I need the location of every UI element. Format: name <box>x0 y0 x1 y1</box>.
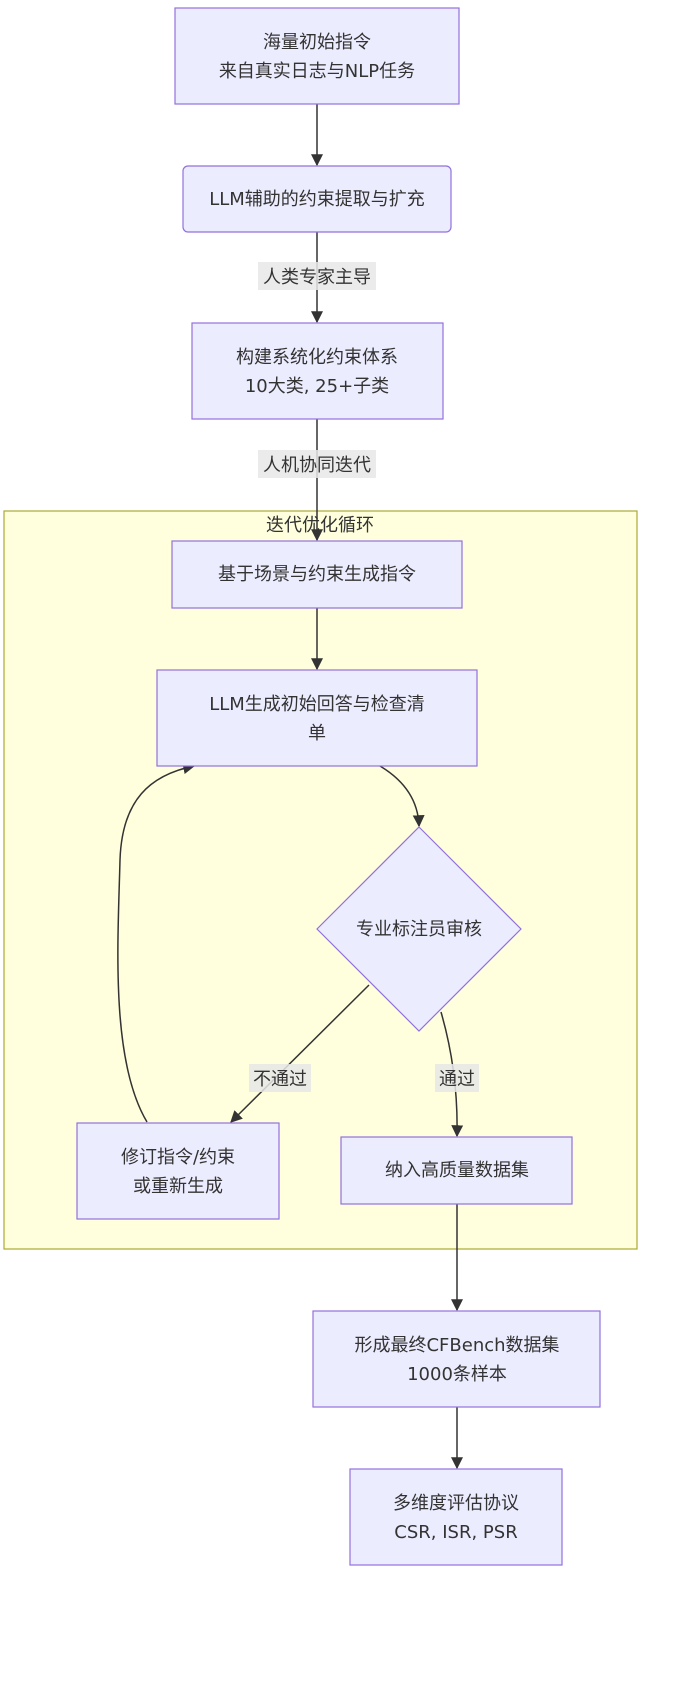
svg-text:构建系统化约束体系: 构建系统化约束体系 <box>236 347 398 368</box>
svg-text:或重新生成: 或重新生成 <box>133 1176 223 1197</box>
edge-label-human-machine: 人机协同迭代 <box>258 450 376 478</box>
svg-text:10大类, 25+子类: 10大类, 25+子类 <box>245 376 389 397</box>
svg-text:修订指令/约束: 修订指令/约束 <box>121 1147 235 1168</box>
node-llm-response-checklist: LLM生成初始回答与检查清 单 <box>156 669 478 767</box>
edge-labels: 人类专家主导 人机协同迭代 不通过 通过 <box>249 262 479 1092</box>
edge-n5-n6 <box>379 765 425 828</box>
svg-text:形成最终CFBench数据集: 形成最终CFBench数据集 <box>354 1335 559 1356</box>
svg-text:基于场景与约束生成指令: 基于场景与约束生成指令 <box>218 564 416 585</box>
edge-label-fail: 不通过 <box>249 1064 311 1092</box>
node-add-to-dataset: 纳入高质量数据集 <box>340 1136 573 1205</box>
cluster-title: 迭代优化循环 <box>266 515 374 536</box>
svg-text:人机协同迭代: 人机协同迭代 <box>263 455 371 476</box>
svg-text:CSR, ISR, PSR: CSR, ISR, PSR <box>394 1522 517 1543</box>
node-revise: 修订指令/约束 或重新生成 <box>76 1122 280 1220</box>
node-evaluation-protocol: 多维度评估协议 CSR, ISR, PSR <box>349 1468 563 1566</box>
svg-text:LLM辅助的约束提取与扩充: LLM辅助的约束提取与扩充 <box>209 189 425 210</box>
node-constraint-extraction: LLM辅助的约束提取与扩充 <box>182 165 452 233</box>
edge-label-pass: 通过 <box>435 1064 479 1092</box>
flowchart: 迭代优化循环 人类专家主导 人机协同迭代 不通过 通过 <box>3 7 638 1566</box>
node-generate-instructions: 基于场景与约束生成指令 <box>171 540 463 609</box>
edge-n7-n5 <box>117 762 196 1123</box>
svg-text:通过: 通过 <box>439 1069 475 1090</box>
node-constraint-system: 构建系统化约束体系 10大类, 25+子类 <box>191 322 444 420</box>
svg-text:专业标注员审核: 专业标注员审核 <box>356 919 482 940</box>
svg-text:LLM生成初始回答与检查清: LLM生成初始回答与检查清 <box>209 694 425 715</box>
edge-label-expert-led: 人类专家主导 <box>258 262 376 290</box>
svg-text:1000条样本: 1000条样本 <box>407 1364 507 1385</box>
svg-text:纳入高质量数据集: 纳入高质量数据集 <box>385 1160 529 1181</box>
svg-text:人类专家主导: 人类专家主导 <box>263 267 371 288</box>
node-final-dataset: 形成最终CFBench数据集 1000条样本 <box>312 1310 601 1408</box>
edge-n6-n7 <box>230 984 370 1123</box>
node-initial-instructions: 海量初始指令 来自真实日志与NLP任务 <box>174 7 460 105</box>
svg-text:多维度评估协议: 多维度评估协议 <box>393 1493 519 1514</box>
svg-text:不通过: 不通过 <box>253 1069 307 1090</box>
node-expert-review-decision: 专业标注员审核 <box>316 826 522 1032</box>
svg-text:来自真实日志与NLP任务: 来自真实日志与NLP任务 <box>219 61 415 82</box>
svg-text:单: 单 <box>308 723 326 744</box>
svg-text:海量初始指令: 海量初始指令 <box>263 32 371 53</box>
